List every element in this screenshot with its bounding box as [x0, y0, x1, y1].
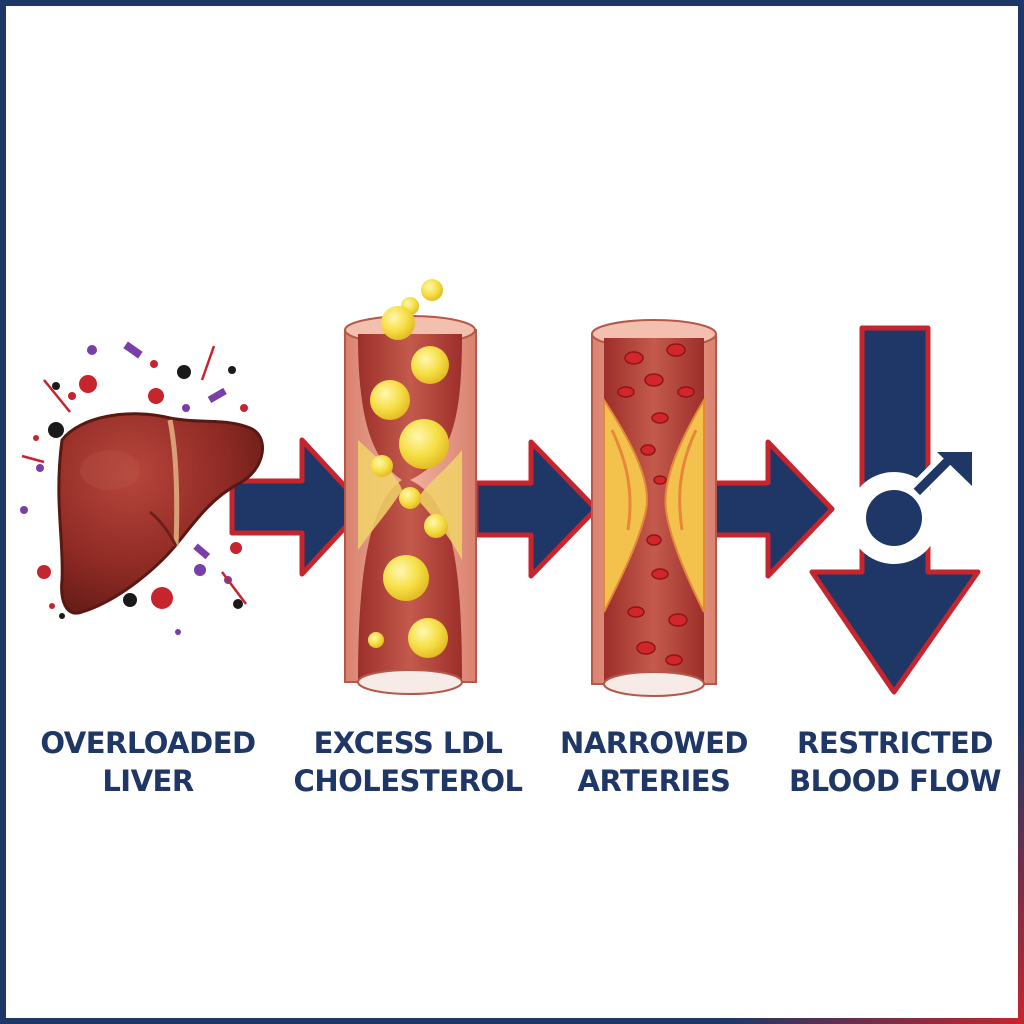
- label-line: OVERLOADED: [40, 726, 256, 760]
- step-label-overloaded-liver: OVERLOADED LIVER: [28, 724, 268, 800]
- step-label-restricted-blood-flow: RESTRICTED BLOOD FLOW: [775, 724, 1015, 800]
- flow-arrow-icon: [229, 437, 367, 577]
- label-line: LIVER: [102, 764, 194, 798]
- label-line: RESTRICTED: [797, 726, 993, 760]
- down-arrow-male-symbol-icon: [809, 325, 981, 695]
- border-accent: [1018, 724, 1024, 1024]
- border-accent: [724, 1018, 1024, 1024]
- ldl-artery-icon: [344, 279, 477, 695]
- step-label-excess-ldl: EXCESS LDL CHOLESTEROL: [288, 724, 528, 800]
- liver-icon: [20, 341, 264, 635]
- label-line: ARTERIES: [577, 764, 731, 798]
- label-line: EXCESS LDL: [313, 726, 503, 760]
- narrowed-artery-icon: [591, 319, 717, 697]
- flow-arrow-icon: [473, 439, 599, 579]
- toxin-particles: [20, 341, 249, 635]
- label-line: CHOLESTEROL: [293, 764, 523, 798]
- step-label-narrowed-arteries: NARROWED ARTERIES: [534, 724, 774, 800]
- label-line: NARROWED: [560, 726, 748, 760]
- flow-arrow-icon: [711, 439, 835, 579]
- label-line: BLOOD FLOW: [789, 764, 1001, 798]
